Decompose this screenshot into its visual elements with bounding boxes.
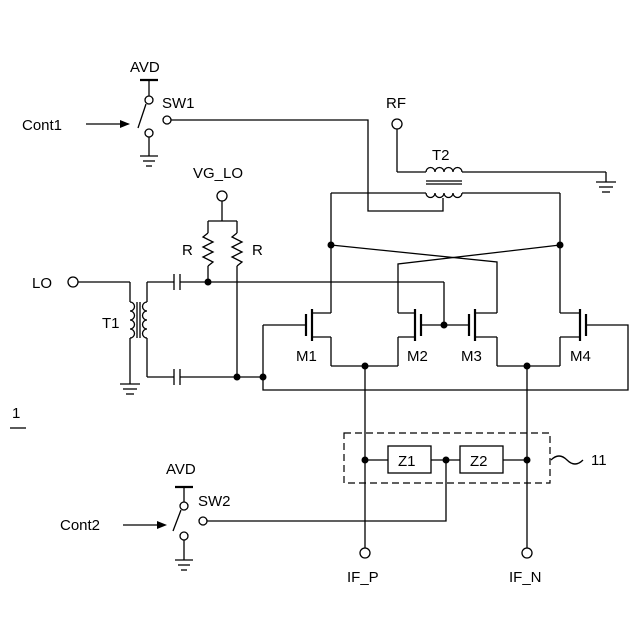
resistor-right-label: R	[252, 242, 263, 259]
t2-label: T2	[432, 147, 450, 164]
block-11-label: 11	[591, 452, 607, 469]
lo-label: LO	[32, 275, 52, 292]
cross-coupling-wires	[331, 245, 560, 313]
vg-lo-label: VG_LO	[193, 165, 243, 182]
transformer-t1	[78, 282, 147, 394]
transformer-t2	[331, 129, 616, 198]
figure-ref-label: 1	[12, 405, 20, 422]
if-n-terminal[interactable]	[522, 548, 532, 558]
cont1-label: Cont1	[22, 117, 62, 134]
lo-terminal[interactable]	[68, 277, 78, 287]
t1-label: T1	[102, 315, 120, 332]
z1-label: Z1	[398, 453, 416, 470]
resistor-left-label: R	[182, 242, 193, 259]
m4-label: M4	[570, 348, 591, 365]
avd-top-label: AVD	[130, 59, 160, 76]
if-n-label: IF_N	[509, 569, 542, 586]
sw2-label: SW2	[198, 493, 231, 510]
rf-label: RF	[386, 95, 406, 112]
block-11-leader	[551, 456, 583, 464]
capacitor-bottom	[147, 369, 263, 385]
if-p-terminal[interactable]	[360, 548, 370, 558]
cont2-arrow	[123, 521, 167, 529]
sw1-label: SW1	[162, 95, 195, 112]
m2-label: M2	[407, 348, 428, 365]
cont2-label: Cont2	[60, 517, 100, 534]
vg-lo-terminal[interactable]	[217, 191, 227, 201]
m3-label: M3	[461, 348, 482, 365]
rf-terminal[interactable]	[392, 119, 402, 129]
capacitor-top	[147, 274, 208, 290]
avd-bottom-label: AVD	[166, 461, 196, 478]
if-p-label: IF_P	[347, 569, 379, 586]
switch-sw1	[138, 80, 171, 166]
z2-label: Z2	[470, 453, 488, 470]
cont1-arrow	[86, 120, 130, 128]
bias-resistors	[203, 201, 242, 377]
m1-label: M1	[296, 348, 317, 365]
